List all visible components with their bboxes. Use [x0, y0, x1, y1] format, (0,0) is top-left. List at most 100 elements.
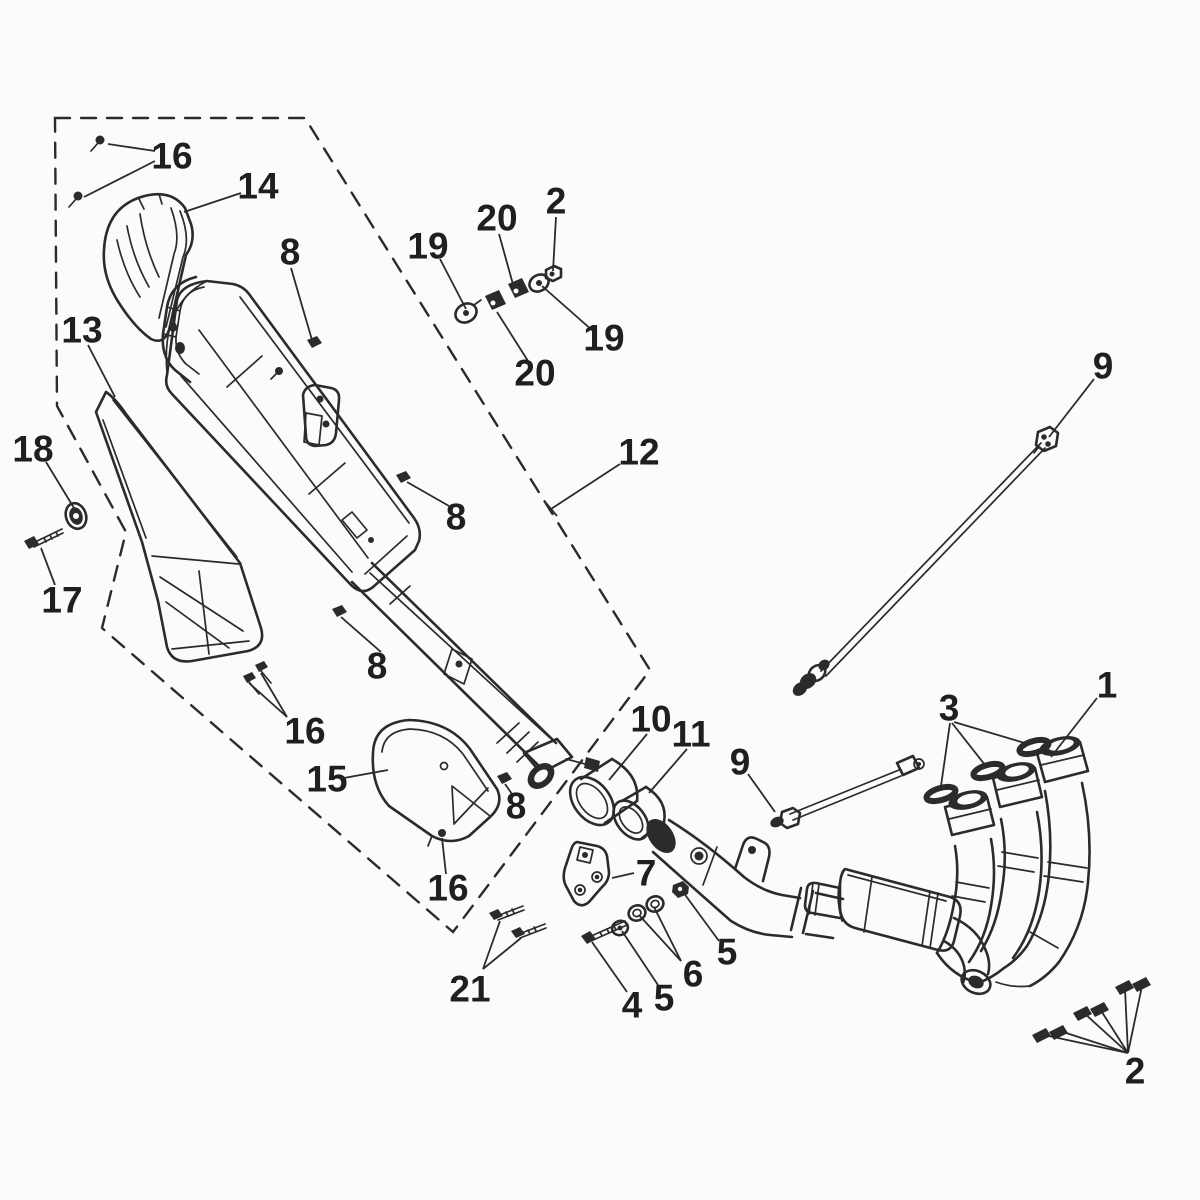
- part-number-label: 1: [1097, 665, 1118, 706]
- callout-2: 2: [1043, 985, 1146, 1092]
- callout-9: 9: [730, 742, 776, 813]
- part-number-label: 8: [446, 497, 467, 538]
- leader-line: [638, 914, 682, 962]
- callout-6: 6: [638, 906, 704, 995]
- leader-line: [591, 941, 628, 993]
- part-number-label: 8: [280, 232, 301, 273]
- leader-line: [498, 233, 515, 289]
- part-number-label: 11: [671, 714, 710, 755]
- part-number-label: 21: [449, 969, 490, 1010]
- part-number-label: 6: [683, 954, 704, 995]
- leader-line: [1048, 378, 1095, 438]
- part-number-label: 8: [367, 646, 388, 687]
- part-number-label: 14: [237, 166, 279, 207]
- link-pipe-drawing: [646, 818, 845, 940]
- leader-line: [1083, 1012, 1129, 1054]
- part-number-label: 20: [514, 353, 555, 394]
- callout-21: 21: [449, 920, 522, 1010]
- end-cap-drawing: [102, 192, 194, 342]
- callout-15: 15: [306, 759, 389, 800]
- leader-line: [1050, 697, 1098, 758]
- callout-17: 17: [40, 547, 83, 621]
- part-number-label: 5: [717, 932, 738, 973]
- callout-8: 8: [504, 783, 527, 827]
- leader-line: [343, 769, 389, 779]
- leader-line: [1059, 1030, 1129, 1054]
- leader-line: [496, 311, 529, 362]
- callout-3: 3: [939, 688, 1029, 787]
- leader-line: [953, 721, 1029, 745]
- leader-line: [621, 930, 659, 986]
- callout-19: 19: [541, 285, 625, 359]
- callout-14: 14: [183, 166, 279, 213]
- leader-line: [611, 872, 635, 879]
- leader-line: [441, 837, 447, 875]
- leader-line: [290, 267, 313, 341]
- callout-8: 8: [280, 232, 313, 341]
- dashed-boundary-outline: [53, 116, 652, 934]
- leader-line: [504, 783, 513, 795]
- callout-1: 1: [1050, 665, 1118, 758]
- leader-line: [260, 672, 288, 718]
- part-number-label: 15: [306, 759, 347, 800]
- heat-shield-lower-drawing: [371, 718, 501, 847]
- leader-line: [653, 906, 682, 962]
- callout-2: 2: [546, 181, 566, 272]
- callout-20: 20: [476, 198, 518, 289]
- callout-11: 11: [648, 714, 711, 794]
- part-number-label: 19: [407, 226, 448, 267]
- leader-line: [682, 891, 720, 942]
- part-number-label: 16: [151, 136, 192, 177]
- part-number-label: 13: [61, 310, 102, 351]
- leader-line: [482, 937, 522, 970]
- leader-line: [406, 481, 450, 507]
- leader-line: [951, 722, 986, 766]
- part-number-label: 8: [506, 786, 527, 827]
- callout-7: 7: [611, 853, 657, 894]
- part-number-label: 16: [284, 711, 325, 752]
- part-number-label: 16: [427, 868, 468, 909]
- callout-9: 9: [1048, 346, 1113, 438]
- leader-line: [1127, 985, 1143, 1054]
- part-number-label: 17: [41, 580, 82, 621]
- bracket-drawing: [562, 840, 611, 907]
- leader-line: [552, 216, 557, 272]
- leader-line: [248, 682, 288, 718]
- callout-13: 13: [61, 310, 116, 398]
- part-number-label: 20: [476, 198, 517, 239]
- heat-shield-upper-drawing: [94, 390, 264, 663]
- leader-line: [1099, 1008, 1129, 1054]
- gaskets-drawing: [923, 736, 1052, 805]
- callout-8: 8: [340, 616, 388, 687]
- leader-line: [83, 160, 156, 198]
- callout-12: 12: [545, 432, 660, 517]
- callout-10: 10: [608, 699, 672, 781]
- part-number-label: 3: [939, 688, 960, 729]
- part-number-label: 4: [622, 985, 643, 1026]
- callout-16: 16: [248, 672, 326, 752]
- headers-drawing: [935, 736, 1091, 988]
- leader-line: [482, 920, 501, 970]
- leader-line: [747, 773, 776, 813]
- fasteners-drawing: [24, 135, 689, 944]
- leader-line: [608, 733, 648, 781]
- part-number-label: 7: [636, 853, 657, 894]
- callout-8: 8: [406, 481, 467, 538]
- callout-4: 4: [591, 941, 643, 1026]
- callout-16: 16: [427, 837, 469, 909]
- leader-line: [1124, 988, 1129, 1054]
- leader-line: [545, 502, 558, 517]
- part-number-label: 9: [730, 742, 751, 783]
- part-number-label: 2: [1125, 1051, 1146, 1092]
- studs-drawing: [1032, 977, 1151, 1043]
- lambda-sensor-lower-drawing: [770, 754, 925, 830]
- sleeve-10-drawing: [568, 757, 639, 827]
- silencer-drawing: [161, 275, 600, 789]
- part-number-label: 12: [618, 432, 659, 473]
- leader-line: [87, 344, 116, 398]
- sleeve-11-drawing: [612, 785, 666, 841]
- leader-line: [107, 143, 156, 152]
- leader-line: [541, 285, 594, 332]
